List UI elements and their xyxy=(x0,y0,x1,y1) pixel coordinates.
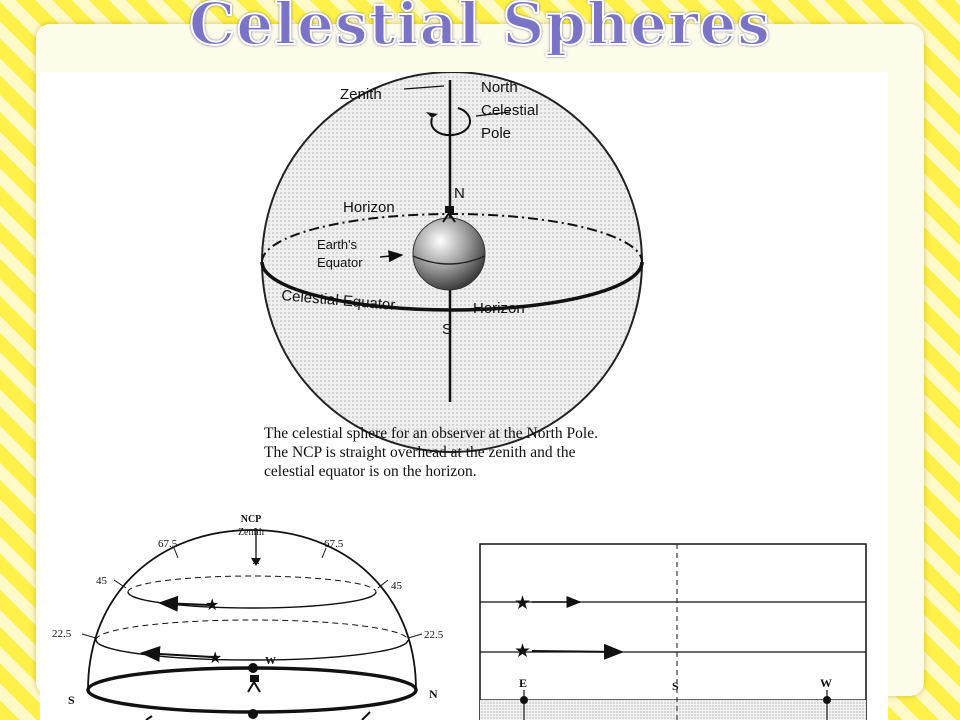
alt-45-left-label: 45 xyxy=(96,575,108,587)
ncp-label-line1: North xyxy=(481,79,518,96)
horizon-back-arc xyxy=(261,213,643,263)
dome-zenith-label: Zenith xyxy=(238,527,264,538)
celestial-figures: Zenith North Celestial Pole N Horizon Ea… xyxy=(52,72,867,720)
star-icon: ★ xyxy=(208,650,222,667)
alt-675-left-label: 67.5 xyxy=(158,538,178,550)
alt-45-front xyxy=(127,591,377,609)
north-label: N xyxy=(454,185,465,202)
dome-outline xyxy=(87,529,417,691)
ncp-pointer xyxy=(475,111,511,117)
east-marker xyxy=(520,696,528,704)
ncp-label-line3: Pole xyxy=(481,125,511,142)
slide-title: Celestial Spheres xyxy=(188,0,771,59)
zenith-label: Zenith xyxy=(340,86,382,103)
alt-225-front xyxy=(95,639,409,661)
sky-south-label: S xyxy=(672,679,679,693)
alt-225-left-label: 22.5 xyxy=(52,628,72,640)
west-marker xyxy=(823,696,831,704)
star-path-45-arrow xyxy=(158,595,211,612)
rotation-arrowhead xyxy=(426,112,438,118)
earth-globe xyxy=(412,217,486,291)
alt-675-right-label: 67.5 xyxy=(324,538,344,550)
ground-shading xyxy=(480,700,866,720)
sky-chart-frame xyxy=(479,543,867,720)
sky-east-label: E xyxy=(519,676,527,690)
horizon-top-label: Horizon xyxy=(343,199,395,216)
celestial-equator-arc xyxy=(260,261,644,312)
sky-west-label: W xyxy=(820,676,832,690)
dome-ncp-label: NCP xyxy=(241,514,262,525)
earth-equator-label-line1: Earth's xyxy=(317,237,358,252)
figure-area: Zenith North Celestial Pole N Horizon Ea… xyxy=(40,72,888,720)
earth-equator-line xyxy=(412,255,486,265)
earth-equator-arrow xyxy=(379,250,404,263)
horizon-bottom-label: Horizon xyxy=(473,300,525,317)
rotation-loop xyxy=(430,107,471,136)
alt-225-back xyxy=(95,619,409,641)
alt-225-right-label: 22.5 xyxy=(424,629,444,641)
dome-west-label: W xyxy=(265,655,276,667)
star-path-225-arrow xyxy=(140,646,213,663)
caption-line3: celestial equator is on the horizon. xyxy=(264,463,477,480)
star-trail-lower xyxy=(531,643,624,660)
dome-horizon xyxy=(86,666,418,714)
horizon-dome-diagram: ✕ ★ ★ NCP Zenith xyxy=(52,514,444,720)
caption-line2: The NCP is straight overhead at the zeni… xyxy=(264,444,576,461)
sky-chart: ★ ★ E S W xyxy=(479,543,867,720)
star-icon: ★ xyxy=(205,597,219,614)
svg-text:✕: ✕ xyxy=(251,556,260,568)
east-point-marker xyxy=(248,709,258,719)
star-icon: ★ xyxy=(514,593,531,614)
earth-equator-label-line2: Equator xyxy=(317,255,363,270)
dome-north-label: N xyxy=(429,687,438,701)
alt-45-right-label: 45 xyxy=(391,580,403,592)
celestial-sphere-diagram: Zenith North Celestial Pole N Horizon Ea… xyxy=(260,72,644,453)
ncp-label-line2: Celestial xyxy=(481,102,539,119)
star-icon: ★ xyxy=(514,641,531,662)
zenith-pointer xyxy=(403,85,445,90)
alt-45-back xyxy=(127,575,377,593)
figure-caption: The celestial sphere for an observer at … xyxy=(264,424,784,481)
dome-south-label: S xyxy=(68,693,75,707)
south-label: S xyxy=(442,321,452,338)
west-point-marker xyxy=(248,663,258,673)
observer-figure xyxy=(442,206,456,223)
zenith-arrowhead xyxy=(251,558,261,566)
caption-line1: The celestial sphere for an observer at … xyxy=(264,425,598,442)
dome-observer-figure xyxy=(247,675,261,693)
